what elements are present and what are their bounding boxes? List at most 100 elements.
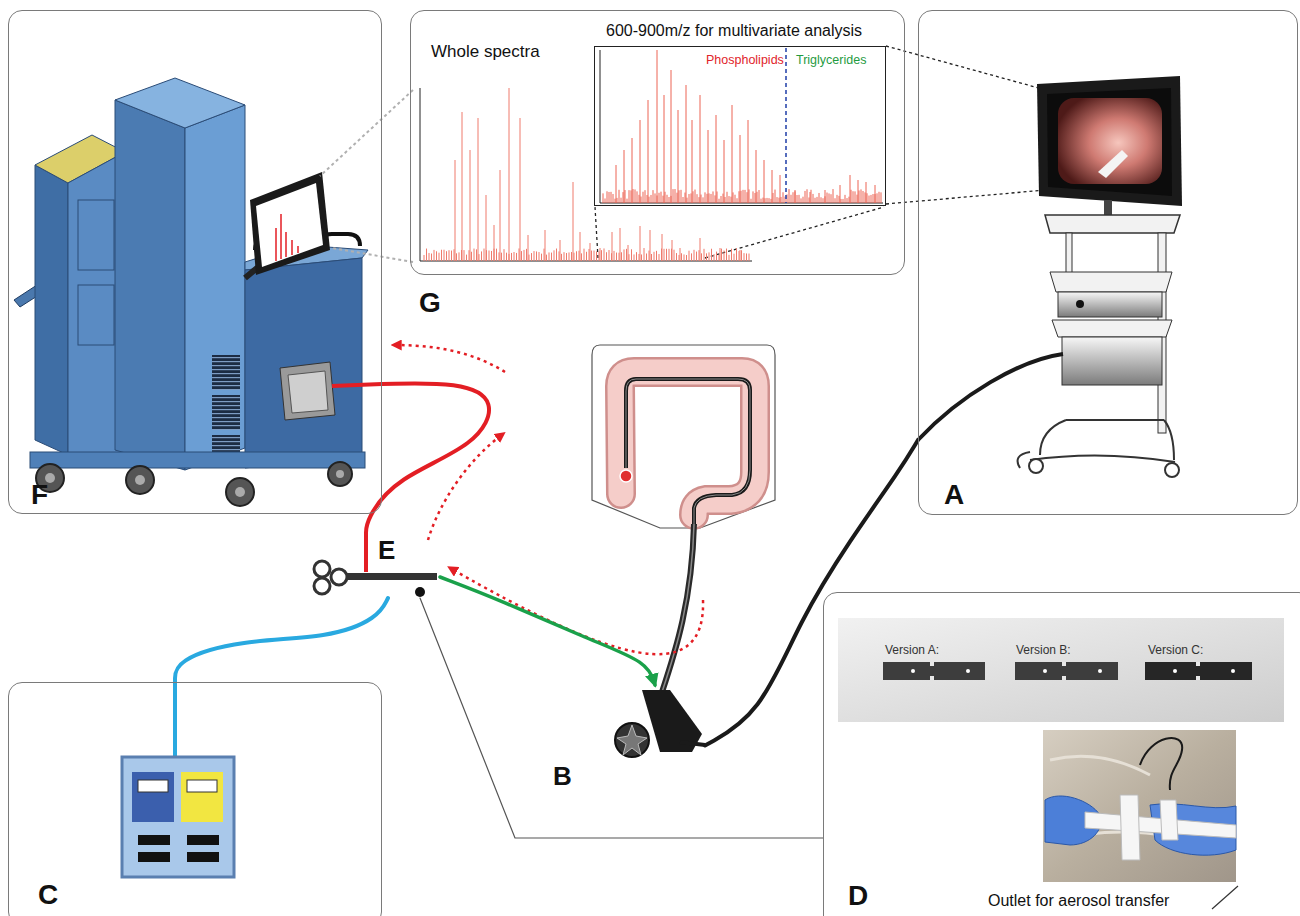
spectrum-peak xyxy=(601,250,602,261)
spectrum-peak xyxy=(765,198,766,203)
spectrum-peak xyxy=(692,120,693,203)
spectrum-peak xyxy=(729,196,730,203)
spectrum-peak xyxy=(827,193,828,203)
spectrum-axis xyxy=(600,50,883,203)
mass-spectrometer xyxy=(336,470,344,478)
spectrum-peak xyxy=(732,105,733,203)
spectrum-peak xyxy=(669,197,670,203)
spectrum-peak xyxy=(646,253,647,261)
mass-spectrometer xyxy=(288,371,328,413)
electrosurgical-cable xyxy=(175,598,388,682)
monitor-spectrum xyxy=(291,240,293,255)
mass-spectrometer xyxy=(115,100,185,470)
mass-spectrometer xyxy=(250,172,330,275)
spectrum-peak xyxy=(751,199,752,203)
spectrum-peak xyxy=(767,198,768,203)
aerosol-tube xyxy=(332,384,382,386)
spectrum-peak xyxy=(741,191,742,203)
instrument: E xyxy=(305,535,440,598)
zoom-line xyxy=(886,190,1046,204)
spectrum-peak xyxy=(607,191,608,203)
spectrum-peak xyxy=(693,191,694,203)
spectrum-peak xyxy=(590,243,591,261)
monitor-spectrum xyxy=(297,246,299,253)
spectrum-peak xyxy=(651,254,652,261)
spectrum-peak xyxy=(707,194,708,203)
spectrum-peak xyxy=(719,255,720,261)
spectrum-peak xyxy=(783,192,784,203)
spectrum-peak xyxy=(574,253,575,261)
spectrum-peak xyxy=(866,182,867,203)
snare-photos xyxy=(1062,662,1066,666)
spectrum-peak xyxy=(731,249,732,261)
spectrum-peak xyxy=(628,245,629,261)
spectrum-peak xyxy=(711,249,712,261)
spectrum-peak xyxy=(748,120,749,203)
endoscopy-tower xyxy=(1050,272,1172,292)
spectrum-peak xyxy=(621,198,622,203)
spectrum-peak xyxy=(684,254,685,261)
endoscopy-tower xyxy=(1098,150,1128,178)
spectrum-peak xyxy=(649,251,650,261)
endoscopy-tower xyxy=(1030,455,1175,462)
spectrum-peak xyxy=(858,180,859,203)
spectrum-peak xyxy=(576,251,577,261)
spectrum-peak xyxy=(521,251,522,261)
spectrum-peak xyxy=(478,118,479,261)
snare-photos xyxy=(1098,669,1102,673)
inset-ground xyxy=(594,46,884,204)
aerosol-flow-arrow xyxy=(450,568,703,654)
snare-photos xyxy=(930,662,1200,680)
snare-photos xyxy=(1062,676,1066,680)
spectrum-peak xyxy=(683,197,684,203)
mass-spectrometer xyxy=(78,285,114,345)
spectrum-peak xyxy=(859,190,860,203)
spectrum-peak xyxy=(724,251,725,261)
spectrum-peak xyxy=(773,193,774,203)
endoscopy-tower xyxy=(1045,215,1180,233)
spectrum-peak xyxy=(845,195,846,203)
snare-photos xyxy=(930,662,934,666)
spectrum-peak xyxy=(855,191,856,203)
spectrum-peak xyxy=(615,199,616,203)
spectrum-peak xyxy=(716,115,717,203)
endoscope xyxy=(615,723,649,757)
spectrum-peak xyxy=(686,255,687,261)
spectrum-peak xyxy=(793,192,794,203)
spectrum-peak xyxy=(875,185,876,203)
spectrum-peak xyxy=(717,191,718,203)
endoscopy-tower xyxy=(1018,452,1030,468)
endoscopy-tower xyxy=(1052,320,1172,337)
spectrum-peak xyxy=(734,254,735,261)
spectrum-peak xyxy=(654,252,655,261)
spectrum-peak xyxy=(691,193,692,203)
electrosurgical-unit xyxy=(122,682,234,877)
snare-instrument xyxy=(314,561,330,577)
spectrum-peak xyxy=(721,249,722,261)
electrosurgical-unit xyxy=(173,682,177,757)
spectrum-peak xyxy=(620,228,621,261)
spectrum-peak xyxy=(449,250,450,261)
spectrum-peak xyxy=(843,199,844,203)
spectrum-peak xyxy=(499,252,500,261)
version-label: Version B: xyxy=(1016,644,1071,658)
spectrum-peak xyxy=(795,190,796,203)
spectrum-axis xyxy=(420,88,752,261)
spectrum-peak xyxy=(761,199,762,203)
spectrum-peak xyxy=(649,197,650,203)
spectrum-peak xyxy=(571,252,572,261)
electrosurgical-unit xyxy=(138,852,170,862)
spectrum-peak xyxy=(469,250,470,261)
spectrum-peak xyxy=(623,192,624,203)
detail-leader xyxy=(420,598,823,838)
spectrum-peak xyxy=(810,192,811,203)
spectrum-peak xyxy=(600,248,601,261)
spectrum-peak xyxy=(680,248,681,261)
spectrum-peak xyxy=(529,255,530,261)
spectrum-peak xyxy=(637,191,638,203)
spectrum-peak xyxy=(454,249,455,261)
endoscopy-tower xyxy=(1058,292,1162,317)
spectrum-peak xyxy=(823,198,824,203)
